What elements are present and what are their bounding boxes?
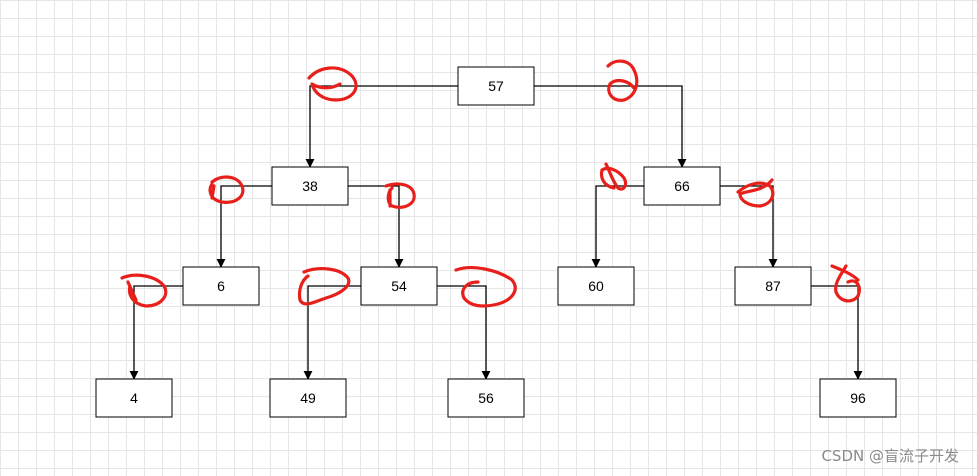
annotation-scribble — [307, 66, 358, 102]
node-box — [269, 378, 347, 418]
tree-node-66: 66 — [643, 166, 721, 206]
edge-n6-n4 — [129, 285, 183, 380]
node-label: 38 — [302, 178, 318, 194]
node-label: 57 — [488, 78, 504, 94]
node-box — [557, 266, 635, 306]
tree-node-4: 4 — [95, 378, 173, 418]
annotation-scribble — [297, 267, 351, 306]
node-label: 4 — [130, 390, 138, 406]
node-box — [447, 378, 525, 418]
node-label: 96 — [850, 390, 866, 406]
tree-node-56: 56 — [447, 378, 525, 418]
node-label: 54 — [391, 278, 407, 294]
tree-node-60: 60 — [557, 266, 635, 306]
node-label: 87 — [765, 278, 781, 294]
node-label: 66 — [674, 178, 690, 194]
node-box — [182, 266, 260, 306]
annotation-scribble — [599, 162, 628, 191]
node-box — [95, 378, 173, 418]
handwritten-annotations — [120, 59, 861, 308]
edge-n54-n56 — [437, 285, 491, 380]
tree-node-38: 38 — [271, 166, 349, 206]
edge-n66-n87 — [720, 185, 778, 268]
annotation-scribble — [454, 266, 517, 308]
tree-node-57: 57 — [457, 66, 535, 106]
edge-n57-n66 — [534, 85, 687, 168]
tree-node-6: 6 — [182, 266, 260, 306]
tree-node-96: 96 — [819, 378, 897, 418]
annotation-scribble — [120, 273, 168, 308]
edge-n54-n49 — [303, 285, 361, 380]
node-box — [643, 166, 721, 206]
node-box — [271, 166, 349, 206]
csdn-watermark: CSDN @盲流子开发 — [821, 447, 959, 465]
node-label: 56 — [478, 390, 494, 406]
node-label: 6 — [217, 278, 225, 294]
node-box — [819, 378, 897, 418]
annotation-scribble — [208, 175, 245, 204]
edge-n38-n6 — [216, 185, 272, 268]
annotation-scribble — [830, 264, 861, 303]
tree-node-54: 54 — [360, 266, 438, 306]
node-label: 60 — [588, 278, 604, 294]
annotation-scribble — [736, 178, 775, 208]
node-box — [360, 266, 438, 306]
annotation-scribble — [384, 182, 416, 209]
tree-node-87: 87 — [734, 266, 812, 306]
node-box — [734, 266, 812, 306]
edge-n38-n54 — [348, 185, 404, 268]
tree-node-49: 49 — [269, 378, 347, 418]
node-box — [457, 66, 535, 106]
node-label: 49 — [300, 390, 316, 406]
edge-n66-n60 — [591, 185, 644, 268]
annotation-scribble — [606, 59, 639, 102]
edge-n57-n38 — [305, 85, 458, 168]
edges-layer — [129, 85, 863, 380]
